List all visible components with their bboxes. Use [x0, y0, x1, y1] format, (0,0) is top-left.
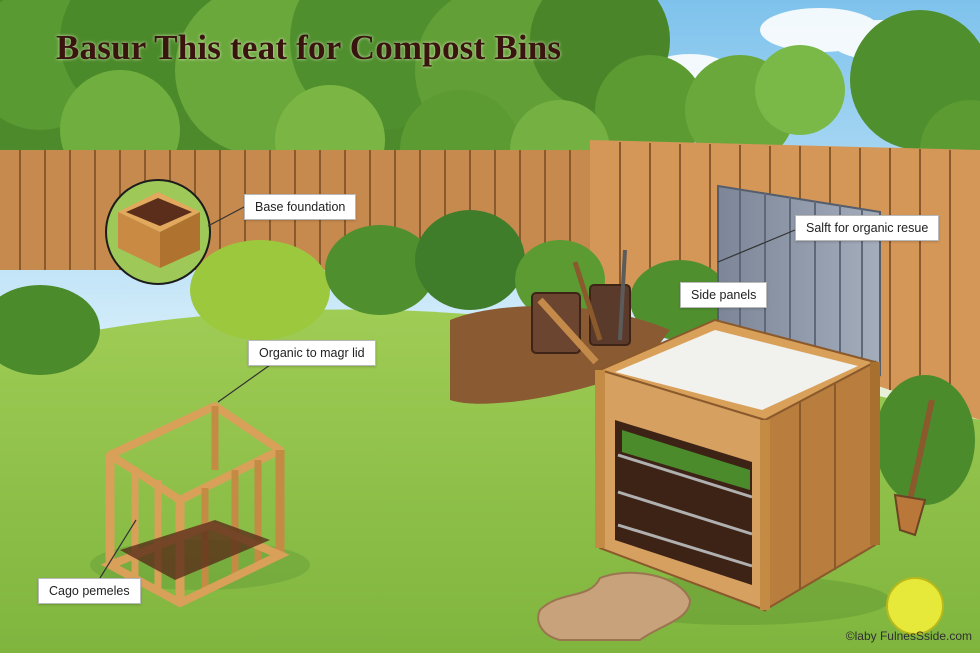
buckets-and-tools — [531, 249, 631, 365]
wooden-frame-bin — [90, 402, 310, 608]
label-cago-pemeles: Cago pemeles — [38, 578, 141, 604]
base-foundation-inset — [105, 179, 211, 285]
watermark: ©laby FulnesSside.com — [845, 629, 972, 643]
leader-lines — [99, 206, 796, 579]
stepping-stone — [537, 571, 692, 641]
tree-canopy — [0, 0, 980, 210]
shrubs — [0, 210, 975, 505]
page-title: Basur This teat for Compost Bins — [56, 28, 562, 67]
tennis-ball — [886, 577, 944, 635]
label-base-foundation: Base foundation — [244, 194, 357, 220]
shovel — [893, 399, 935, 537]
label-organic-lid: Organic to magr lid — [248, 340, 376, 366]
label-organic-resue: Salft for organic resue — [795, 215, 940, 241]
label-side-panels: Side panels — [680, 282, 768, 308]
